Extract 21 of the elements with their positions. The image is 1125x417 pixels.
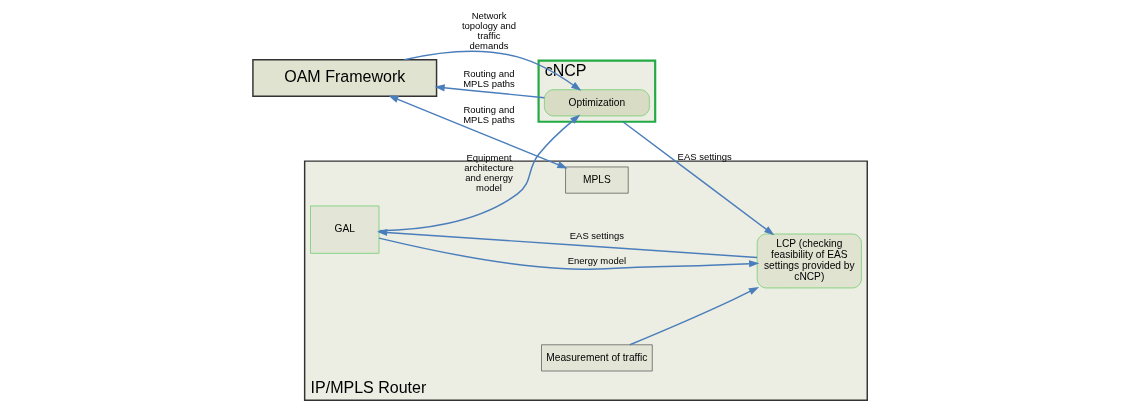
arrow bbox=[378, 114, 580, 232]
node-box: MPLS bbox=[564, 166, 629, 194]
node-box: LCP (checking feasibility of EAS settings provided by cNCP) bbox=[756, 233, 862, 289]
edge-label: Routing and MPLS paths bbox=[462, 67, 515, 90]
edge-label: Network topology and traffic demands bbox=[461, 9, 516, 52]
arrow bbox=[434, 84, 545, 99]
edge-label: Equipment architecture and energy model bbox=[463, 151, 514, 194]
edge-label: Energy model bbox=[567, 255, 626, 267]
edge-label: EAS settings bbox=[569, 230, 624, 242]
node-box: Optimization bbox=[543, 89, 650, 117]
arrow bbox=[376, 228, 758, 259]
arrow bbox=[377, 237, 759, 270]
arrow bbox=[402, 50, 581, 91]
edge-label: EAS settings bbox=[677, 150, 732, 162]
edge-label: Routing and MPLS paths bbox=[462, 103, 515, 125]
node-box: OAM Framework bbox=[251, 59, 437, 97]
node-box: GAL bbox=[309, 205, 379, 254]
arrow bbox=[621, 121, 774, 236]
arrow bbox=[628, 286, 759, 346]
node-box: Measurement of traffic bbox=[540, 344, 653, 372]
arrow bbox=[387, 95, 568, 169]
